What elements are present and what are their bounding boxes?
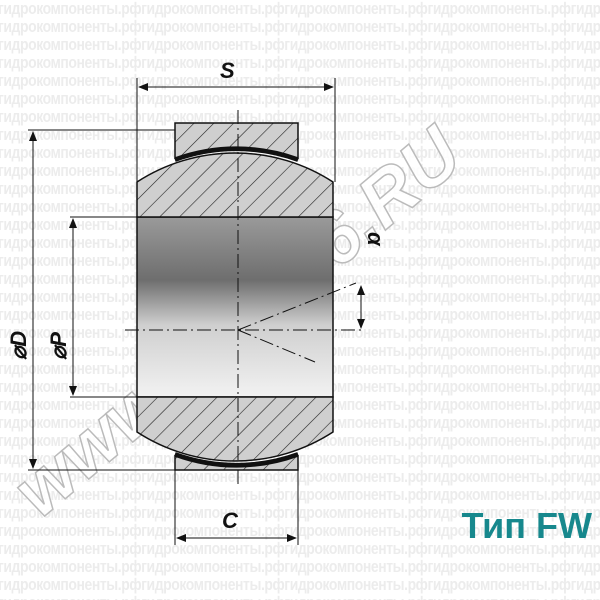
watermark-row: гидрокомпоненты.рфгидрокомпоненты.рфгидр…: [0, 539, 600, 558]
d-label: ⌀D: [6, 331, 31, 360]
watermark-row: гидрокомпоненты.рфгидрокомпоненты.рфгидр…: [0, 0, 600, 18]
watermark-row: гидрокомпоненты.рфгидрокомпоненты.рфгидр…: [0, 503, 600, 522]
watermark-row: гидрокомпоненты.рфгидрокомпоненты.рфгидр…: [0, 485, 600, 504]
watermark-row: гидрокомпоненты.рфгидрокомпоненты.рфгидр…: [0, 89, 600, 108]
watermark-row: гидрокомпоненты.рфгидрокомпоненты.рфгидр…: [0, 594, 600, 600]
sliding-layer-bottom: [174, 452, 299, 467]
alpha-label: α: [363, 232, 388, 247]
p-label: ⌀P: [46, 332, 71, 360]
inner-ring-bottom-section: [136, 396, 334, 462]
tilt-line: [237, 282, 357, 331]
watermark-row: гидрокомпоненты.рфгидрокомпоненты.рфгидр…: [0, 53, 600, 72]
c-label: C: [222, 508, 239, 533]
inner-bore: [136, 216, 334, 398]
watermark-row: гидрокомпоненты.рфгидрокомпоненты.рфгидр…: [0, 521, 600, 540]
s-label: S: [220, 58, 235, 83]
watermark-row: гидрокомпоненты.рфгидрокомпоненты.рфгидр…: [0, 557, 600, 576]
watermark-row: гидрокомпоненты.рфгидрокомпоненты.рфгидр…: [0, 107, 600, 126]
watermark-row: гидрокомпоненты.рфгидрокомпоненты.рфгидр…: [0, 143, 600, 162]
watermark-row: гидрокомпоненты.рфгидрокомпоненты.рфгидр…: [0, 467, 600, 486]
watermark-row: гидрокомпоненты.рфгидрокомпоненты.рфгидр…: [0, 575, 600, 594]
sliding-layer-top: [174, 147, 299, 162]
tilt-line-lower: [237, 329, 316, 363]
watermark-row: гидрокомпоненты.рфгидрокомпоненты.рфгидр…: [0, 17, 600, 36]
type-label: Тип FW: [461, 505, 592, 546]
watermark-row: гидрокомпоненты.рфгидрокомпоненты.рфгидр…: [0, 35, 600, 54]
inner-ring-top-section: [136, 152, 334, 218]
watermark-row: гидрокомпоненты.рфгидрокомпоненты.рфгидр…: [0, 449, 600, 468]
